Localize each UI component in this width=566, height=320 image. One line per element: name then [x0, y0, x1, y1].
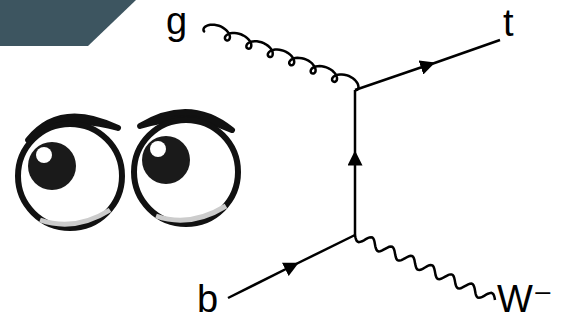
- pupil: [142, 136, 190, 184]
- eye-shade: [156, 206, 226, 220]
- top-quark-line: [355, 65, 428, 90]
- particle-label: W⁻: [497, 280, 553, 318]
- eye-highlight: [150, 141, 166, 157]
- propagator-line: [354, 90, 357, 160]
- b-quark-line: [228, 266, 292, 298]
- eye-highlight: [36, 147, 52, 163]
- w-boson-line: [355, 235, 495, 300]
- eye: [18, 124, 122, 228]
- eye: [134, 120, 238, 224]
- gluon-line: [204, 25, 359, 91]
- propagator-line: [354, 158, 357, 235]
- top-quark-line: [426, 40, 500, 66]
- eye-shade: [40, 210, 110, 224]
- particle-label: b: [197, 280, 218, 318]
- corner-banner: [0, 0, 136, 46]
- pupil: [28, 142, 76, 190]
- particle-label: t: [503, 4, 514, 42]
- b-quark-line: [290, 235, 355, 267]
- particle-label: g: [166, 2, 187, 40]
